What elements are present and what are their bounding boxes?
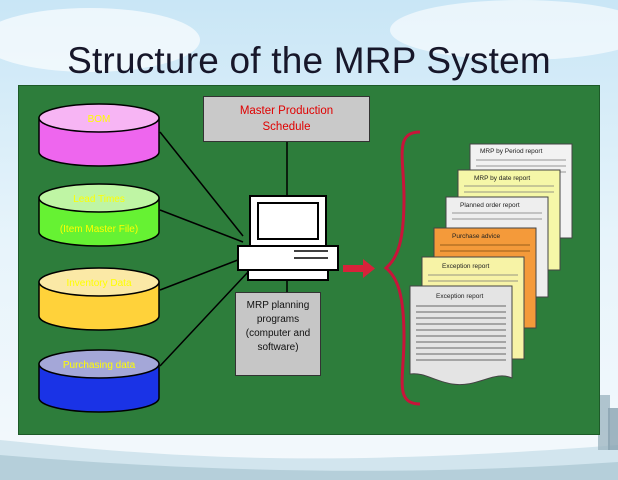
master-production-schedule-box: Master Production Schedule xyxy=(203,96,370,142)
cylinder-bom: BOM xyxy=(38,103,160,167)
svg-text:(Item Master File): (Item Master File) xyxy=(60,224,138,235)
svg-text:Planned order report: Planned order report xyxy=(460,202,520,209)
line-inventory-to-computer xyxy=(159,257,244,291)
curly-brace-icon xyxy=(383,130,421,406)
line-purchasing-to-computer xyxy=(159,271,249,367)
report-mrp-by-date-title: MRP by date report xyxy=(474,175,530,182)
svg-text:MRP by date report: MRP by date report xyxy=(474,175,530,182)
cylinder-purchasing-top xyxy=(38,349,160,379)
program-line-1: MRP planning xyxy=(246,300,310,311)
slide-title: Structure of the MRP System xyxy=(67,40,551,81)
cylinder-purchasing-label: Purchasing data xyxy=(63,360,136,371)
report-purchase-advice-title: Purchase advice xyxy=(452,233,500,240)
program-line-4: software) xyxy=(257,342,299,353)
svg-text:BOM: BOM xyxy=(88,114,111,125)
cylinder-lead-times-label-2: (Item Master File) xyxy=(60,224,138,235)
svg-text:Inventory Data: Inventory Data xyxy=(66,278,131,289)
program-line-2: programs xyxy=(256,314,300,325)
svg-text:Purchasing data: Purchasing data xyxy=(63,360,136,371)
cylinder-bom-label: BOM xyxy=(88,114,111,125)
svg-text:MRP by Period report: MRP by Period report xyxy=(480,148,543,155)
cylinder-inventory: Inventory Data xyxy=(38,267,160,331)
cylinder-bom-top xyxy=(38,103,160,133)
cylinder-inventory-label: Inventory Data xyxy=(66,278,131,289)
svg-text:Purchase advice: Purchase advice xyxy=(452,233,500,240)
line-bom-to-computer xyxy=(159,131,244,237)
mps-line-1: Master Production xyxy=(239,105,334,117)
cylinder-purchasing: Purchasing data xyxy=(38,349,160,413)
cylinder-lead-times-top xyxy=(38,183,160,213)
right-arrow-icon xyxy=(343,259,375,278)
mrp-planning-programs-box: MRP planning programs (computer and soft… xyxy=(235,292,321,376)
report-planned-order-title: Planned order report xyxy=(460,202,520,209)
program-line-3: (computer and xyxy=(245,328,311,339)
cylinder-lead-times: Lead Times (Item Master File) xyxy=(38,183,160,247)
line-leadtimes-to-computer xyxy=(159,209,244,243)
report-exception-2: Exception report xyxy=(409,285,513,386)
svg-text:Lead Times: Lead Times xyxy=(73,194,125,205)
cylinder-lead-times-label-1: Lead Times xyxy=(73,194,125,205)
svg-text:Exception report: Exception report xyxy=(442,263,490,270)
cylinder-inventory-top xyxy=(38,267,160,297)
report-exception-2-title: Exception report xyxy=(436,293,484,300)
svg-text:Exception report: Exception report xyxy=(436,293,484,300)
report-exception-1-title: Exception report xyxy=(442,263,490,270)
report-mrp-by-period-title: MRP by Period report xyxy=(480,148,543,155)
mps-line-2: Schedule xyxy=(262,121,311,133)
